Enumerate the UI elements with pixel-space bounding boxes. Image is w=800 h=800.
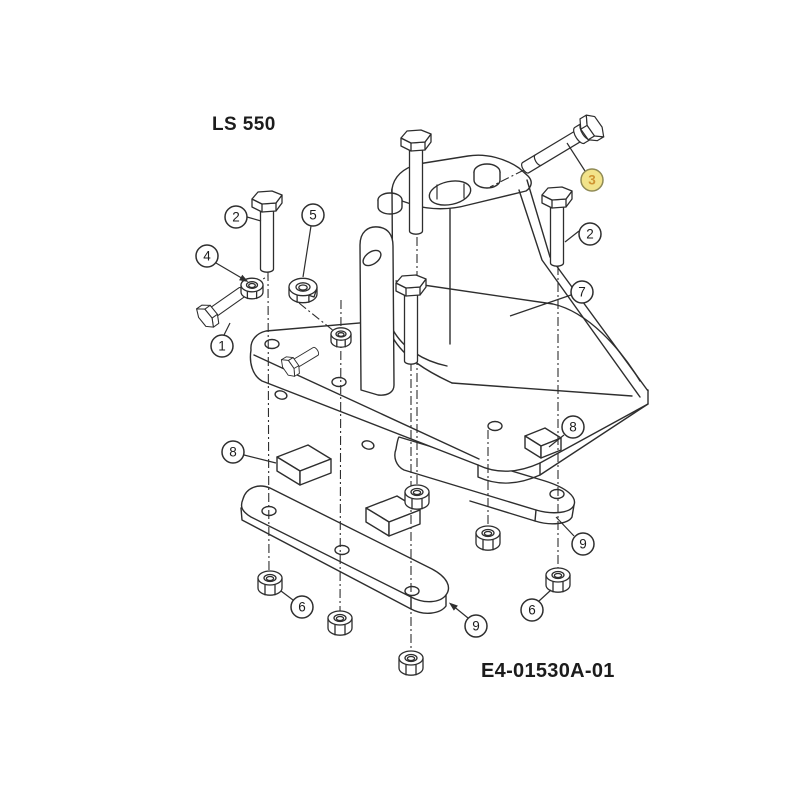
hex-bolt-2-right (541, 186, 573, 267)
flange-nut (545, 567, 571, 593)
lower-plate-left (240, 485, 450, 614)
svg-text:8: 8 (229, 445, 237, 460)
svg-text:4: 4 (203, 249, 211, 264)
flange-nut (398, 650, 424, 676)
hex-bolt-middle (395, 274, 427, 365)
hex-nut (330, 327, 352, 348)
callout-2[interactable]: 2 (224, 205, 262, 229)
svg-text:8: 8 (569, 420, 577, 435)
hex-bolt-2-left (251, 190, 283, 273)
callout-6[interactable]: 6 (520, 589, 552, 622)
callout-2[interactable]: 2 (564, 222, 602, 246)
hex-bolt-small (280, 346, 320, 377)
centerlines (223, 169, 559, 656)
svg-text:9: 9 (472, 619, 480, 634)
hex-nut (288, 277, 318, 304)
drawing-number: E4-01530A-01 (481, 660, 615, 682)
svg-text:6: 6 (298, 600, 306, 615)
callout-8[interactable]: 8 (548, 415, 585, 448)
flange-nut (404, 484, 430, 510)
svg-text:2: 2 (586, 227, 594, 242)
spacer-block-left (276, 444, 332, 486)
left-mount-ear (359, 226, 395, 396)
svg-text:7: 7 (578, 285, 586, 300)
flange-nut (327, 610, 353, 636)
flange-nut (257, 570, 283, 596)
callout-balloons: 2 5 4 1 3 2 7 8 9 8 6 6 9 (195, 142, 604, 638)
svg-text:6: 6 (528, 603, 536, 618)
flange-nut (475, 525, 501, 551)
hex-bolt-top (400, 129, 432, 235)
hex-bolt-1 (196, 286, 247, 328)
svg-text:2: 2 (232, 210, 240, 225)
hex-bolt-3 (521, 114, 605, 174)
svg-text:1: 1 (218, 339, 226, 354)
model-label: LS 550 (212, 114, 276, 135)
svg-text:5: 5 (309, 208, 317, 223)
svg-text:9: 9 (579, 537, 587, 552)
main-bracket-weldment (377, 154, 649, 398)
callout-9[interactable]: 9 (448, 602, 488, 638)
callout-6[interactable]: 6 (280, 590, 314, 619)
callout-3[interactable]: 3 (566, 142, 604, 192)
hex-nut (240, 277, 264, 300)
fasteners (196, 114, 605, 676)
callout-5[interactable]: 5 (301, 203, 325, 278)
svg-text:3: 3 (588, 173, 596, 188)
callout-1[interactable]: 1 (210, 322, 234, 358)
callout-7[interactable]: 7 (509, 280, 594, 317)
callout-9[interactable]: 9 (555, 516, 595, 556)
callout-8[interactable]: 8 (221, 440, 277, 464)
callout-4[interactable]: 4 (195, 244, 249, 283)
